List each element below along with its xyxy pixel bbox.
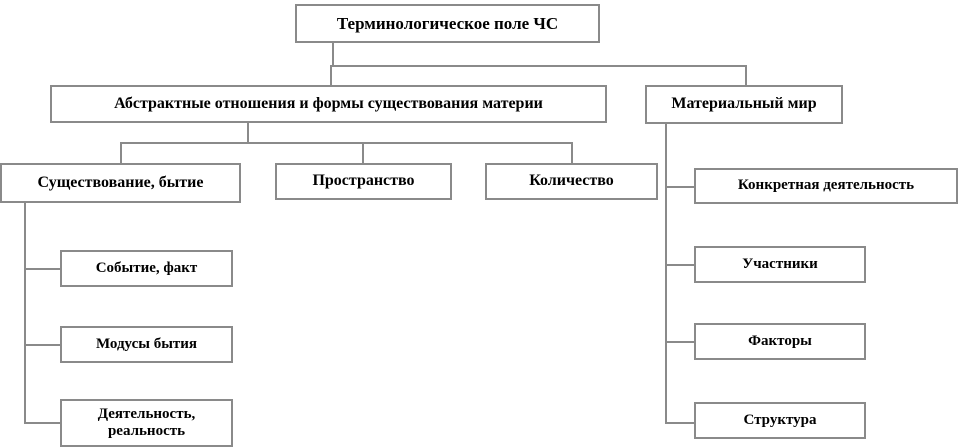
connector-existence-branch-modes	[24, 344, 60, 346]
node-abstract[interactable]: Абстрактные отношения и формы существова…	[50, 85, 607, 123]
node-material[interactable]: Материальный мир	[645, 85, 843, 124]
node-existence[interactable]: Существование, бытие	[0, 163, 241, 203]
connector-root-stem-down	[332, 43, 334, 67]
node-modes[interactable]: Модусы бытия	[60, 326, 233, 363]
node-quantity[interactable]: Количество	[485, 163, 658, 200]
node-participants[interactable]: Участники	[694, 246, 866, 283]
connector-level3-drop-existence	[120, 142, 122, 163]
connector-level3-bus	[120, 142, 573, 144]
node-label-concrete: Конкретная деятельность	[737, 177, 915, 194]
connector-level2-bus	[330, 65, 747, 67]
connector-level3-drop-quantity	[571, 142, 573, 163]
node-concrete[interactable]: Конкретная деятельность	[694, 168, 958, 204]
node-root[interactable]: Терминологическое поле ЧС	[295, 4, 600, 43]
node-label-factors: Факторы	[748, 332, 812, 349]
node-label-event: Событие, факт	[95, 259, 198, 276]
connector-material-trunk	[665, 124, 667, 424]
node-label-abstract: Абстрактные отношения и формы существова…	[114, 94, 543, 112]
connector-material-branch-structure	[665, 422, 694, 424]
node-label-root: Терминологическое поле ЧС	[336, 13, 559, 33]
connector-material-branch-factors	[665, 341, 694, 343]
node-label-modes: Модусы бытия	[95, 335, 198, 352]
connector-material-branch-participants	[665, 264, 694, 266]
node-label-existence: Существование, бытие	[37, 173, 204, 191]
connector-level2-drop-abstract	[330, 65, 332, 85]
connector-abstract-stem-down	[247, 123, 249, 144]
connector-level3-drop-space	[362, 142, 364, 163]
connector-material-branch-concrete	[665, 186, 694, 188]
node-space[interactable]: Пространство	[275, 163, 452, 200]
connector-existence-trunk	[24, 203, 26, 423]
node-label-material: Материальный мир	[671, 95, 817, 113]
connector-existence-branch-event	[24, 268, 60, 270]
node-factors[interactable]: Факторы	[694, 323, 866, 360]
node-event[interactable]: Событие, факт	[60, 250, 233, 287]
node-label-participants: Участники	[742, 255, 818, 272]
connector-existence-branch-activity	[24, 422, 60, 424]
connector-level2-drop-material	[745, 65, 747, 85]
node-label-quantity: Количество	[529, 172, 614, 190]
node-label-activity: Деятельность,реальность	[97, 405, 196, 439]
node-label-structure: Структура	[743, 411, 817, 428]
node-structure[interactable]: Структура	[694, 402, 866, 439]
node-label-space: Пространство	[312, 172, 415, 190]
node-activity[interactable]: Деятельность,реальность	[60, 399, 233, 447]
